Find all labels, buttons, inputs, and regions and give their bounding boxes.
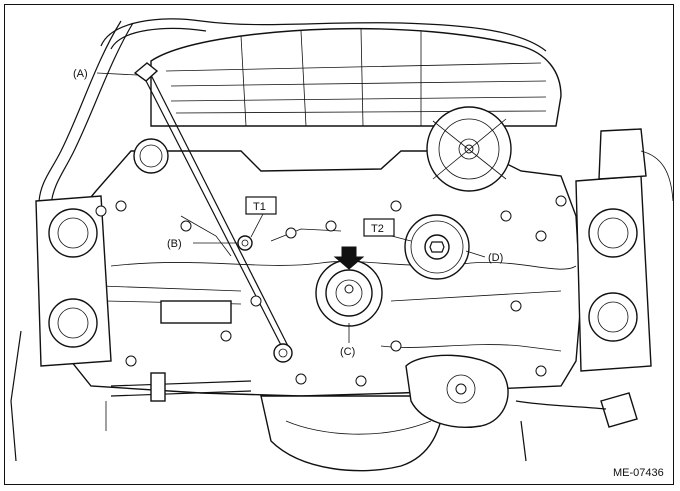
oil-filler-cap <box>133 138 169 174</box>
idler-pulley <box>404 214 470 280</box>
down-arrow-icon <box>333 246 365 270</box>
oil-level-gauge <box>133 62 293 363</box>
left-cylinder-head <box>10 195 112 462</box>
oil-pan <box>260 395 447 472</box>
label-b: (B) <box>167 238 182 250</box>
intake-manifold <box>100 18 562 127</box>
lower-pipes <box>105 372 527 462</box>
label-c: (C) <box>340 346 355 358</box>
label-d: (D) <box>488 252 503 264</box>
leader-lines <box>96 72 486 343</box>
gauge-guide-bolt <box>237 235 253 251</box>
figure-code: ME-07436 <box>613 467 664 479</box>
right-cylinder-head <box>575 128 673 372</box>
bolts <box>95 195 567 387</box>
tag-t1: T1 <box>245 196 277 215</box>
tag-t2: T2 <box>363 218 395 237</box>
coolant-hose <box>38 20 134 206</box>
crankshaft-pulley <box>315 259 383 327</box>
water-pump <box>405 354 638 428</box>
diagram-frame: (A) (B) (C) (D) T1 T2 ME-07436 <box>4 4 674 485</box>
tag-t2-text: T2 <box>371 223 384 235</box>
engine-diagram: (A) (B) (C) (D) T1 T2 ME-07436 <box>10 18 673 479</box>
tag-t1-text: T1 <box>253 201 266 213</box>
label-a: (A) <box>73 68 88 80</box>
alternator <box>426 106 512 192</box>
